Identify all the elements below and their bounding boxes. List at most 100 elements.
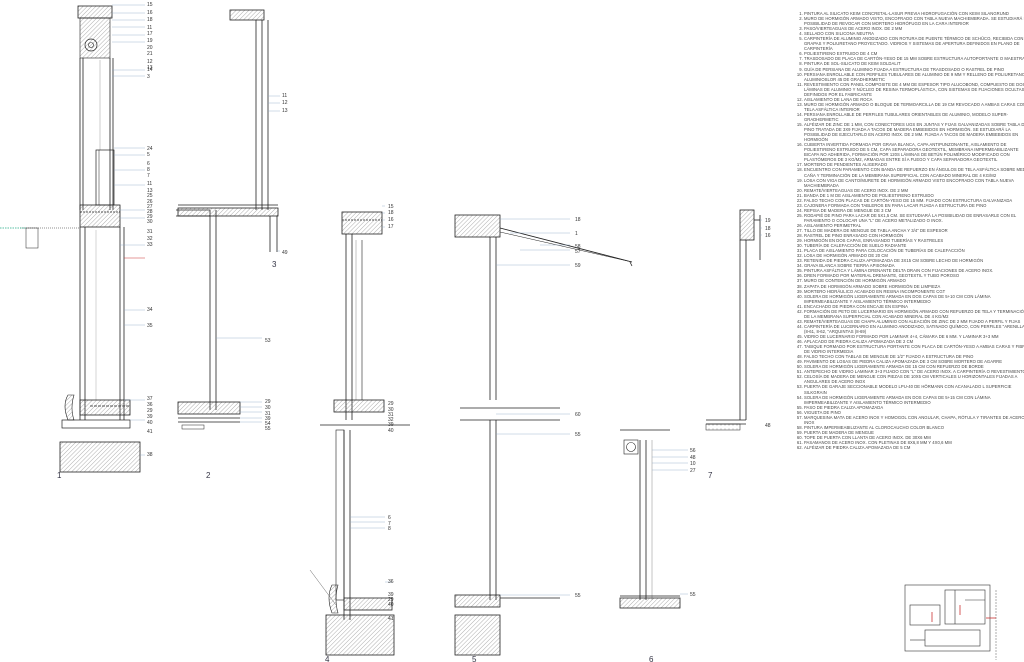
callout-number: 13: [147, 65, 153, 71]
callout-number: 19: [765, 218, 771, 224]
callout-number: 18: [147, 17, 153, 23]
callout-number: 15: [388, 204, 394, 210]
callout-number: 7: [388, 521, 391, 527]
legend-item: GUÍA DE PERSIANA DE ALUMINIO FIJADA A ES…: [804, 67, 1024, 72]
legend-item: SOLERA DE HORMIGÓN LIGERAMENTE ARMADA EN…: [804, 395, 1024, 405]
callout-number: 5: [147, 152, 150, 158]
legend-item: CUBIERTA INVERTIDA FORMADA POR GRAVA BLA…: [804, 142, 1024, 162]
callout-number: 30: [388, 407, 394, 413]
legend-item: SELLADO CON SILICONA NEUTRA: [804, 31, 1024, 36]
section-7-detail: [705, 209, 762, 431]
callout-number: 18: [388, 210, 394, 216]
legend-item: PERSIANA ENROLLABLE CON PERFILES TUBULAR…: [804, 72, 1024, 82]
legend-item: PERSIANA ENROLLABLE DE PERFILES TUBULARE…: [804, 112, 1024, 122]
legend-item: REMATE/VIERTEAGUAS DE ACERO INOX. DE 2 M…: [804, 188, 1024, 193]
legend-item: PAVIMENTO DE LOSAS DE PIEDRA CALIZA APOM…: [804, 359, 1024, 364]
callout-number: 26: [147, 199, 153, 205]
callout-number: 11: [147, 181, 152, 187]
callout-number: 49: [282, 250, 288, 256]
legend-item: POLIESTIRENO EXTRUIDO DE 4 CM: [804, 51, 1024, 56]
legend-item: MORTERO HIDRÁULICO ACABADO EN RESINA INC…: [804, 289, 1024, 294]
section-5-number: 5: [472, 655, 477, 662]
key-plan-markers: [931, 605, 996, 622]
section-3-detail: [177, 9, 280, 252]
legend-item: DREN FORMADO POR MATERIAL DRENANTE, GEOT…: [804, 273, 1024, 278]
legend-item: REVESTIMIENTO CON PANEL COMPOSITE DE 4 M…: [804, 82, 1024, 97]
callout-number: 29: [147, 408, 153, 414]
legend-item: TABIQUE FORMADO POR ESTRUCTURA PORTANTE …: [804, 344, 1024, 354]
legend-item: VIGUETA DE PINO: [804, 410, 1024, 415]
callout-number: 8: [147, 167, 150, 173]
legend-item: RASTREL DE PINO ENRASADO CON HORMIGÓN: [804, 233, 1024, 238]
section-1-number: 1: [57, 471, 62, 480]
callout-number: 38: [147, 452, 153, 458]
legend-item: PASO DE PIEDRA CALIZA APOMAZADA: [804, 405, 1024, 410]
section-6-detail: [619, 429, 688, 609]
callout-number: 15: [147, 2, 153, 8]
legend-item: ALFÉIZAR DE ZINC DE 1 MM, CON CONECTORES…: [804, 122, 1024, 142]
callout-number: 6: [147, 161, 150, 167]
callout-number: 48: [690, 455, 696, 461]
callout-number: 57: [575, 249, 581, 255]
callout-number: 53: [265, 338, 271, 344]
legend-item: PINTURA DE SOL-SILICATO DE KEIM SOLDALIT: [804, 61, 1024, 66]
section-2-detail: [176, 209, 262, 430]
callout-number: 24: [147, 146, 153, 152]
callout-number: 11: [282, 93, 287, 99]
legend-item: PLACA DE AISLAMIENTO PARA COLOCACIÓN DE …: [804, 248, 1024, 253]
callout-number: 55: [690, 592, 696, 598]
callout-number: 55: [265, 426, 271, 432]
legend-item: TOPE DE PUERTA CON LLANTA DE ACERO INOX.…: [804, 435, 1024, 440]
callout-number: 55: [575, 432, 581, 438]
section-4-detail: [309, 205, 410, 656]
callout-number: 29: [388, 401, 394, 407]
legend-item: MURO DE CONTENCIÓN DE HORMIGÓN ARMADO: [804, 278, 1024, 283]
callout-number: 48: [765, 423, 771, 429]
legend-item: ALFÉIZAR DE PIEDRA CALIZA APOMAZADA DE 5…: [804, 445, 1024, 450]
section-6-number: 6: [649, 655, 654, 662]
legend-item: TRASDOSADO DE PLACA DE CARTÓN-YESO DE 15…: [804, 56, 1024, 61]
callout-number: 8: [388, 526, 391, 532]
legend-item: PINTURA ASFÁLTICA Y LÁMINA DRENANTE DELT…: [804, 268, 1024, 273]
callout-number: 18: [765, 226, 771, 232]
legend-item: ENCUENTRO CON PARAMENTO CON BANDA DE REF…: [804, 167, 1024, 177]
legend-item: RETENIDA DE PIEDRA CALIZA APOMAZADA DE 3…: [804, 258, 1024, 263]
legend-item: FALSO TECHO CON TABLAS DE MENGUE DE 1/2"…: [804, 354, 1024, 359]
legend-item: CARPINTERÍA DE LUCERNARIO EN ALUMINIO AN…: [804, 324, 1024, 334]
callout-number: 3: [147, 74, 150, 80]
legend-item: MARQUESINA MATA DE ACERO INOX Y HOMOGOL …: [804, 415, 1024, 425]
section-1-callouts: 1516181117192021121314324568711132526272…: [147, 2, 153, 458]
section-2-number: 2: [206, 471, 211, 480]
legend-item: MURO DE HORMIGÓN ARMADO VISTO, ENCOFRADO…: [804, 16, 1024, 26]
callout-number: 7: [147, 173, 150, 179]
callout-number: 13: [147, 188, 153, 194]
callout-number: 31: [265, 411, 271, 417]
callout-number: 39: [147, 414, 153, 420]
callout-number: 40: [147, 420, 153, 426]
callout-number: 6: [388, 515, 391, 521]
callout-number: 16: [388, 217, 394, 223]
legend-item: TILLO DE MADERA DE MENGUE DE TABLA ANCHA…: [804, 228, 1024, 233]
callout-number: 39: [265, 416, 271, 422]
legend-item: BANDA DE 1 M DE AISLAMIENTO DE POLIESTIR…: [804, 193, 1024, 198]
legend-item: FORMACIÓN DE PETO DE LUCERNARIO EN HORMI…: [804, 309, 1024, 319]
callout-number: 41: [388, 616, 394, 622]
callout-number: 39: [388, 592, 394, 598]
legend-item: GRAVA BLANCA SOBRE TIERRA APISONADA: [804, 263, 1024, 268]
callout-number: 40: [388, 428, 394, 434]
callout-number: 29: [265, 399, 271, 405]
callout-number: 37: [147, 396, 153, 402]
legend-item: PUERTA DE MADERA DE MENGUE: [804, 430, 1024, 435]
callout-number: 36: [388, 579, 394, 585]
callout-number: 40: [388, 602, 394, 608]
legend-item: MURO DE HORMIGÓN ARMADO O BLOQUE DE TERM…: [804, 102, 1024, 112]
callout-number: 36: [147, 402, 153, 408]
callout-number: 13: [282, 108, 288, 114]
legend-item: PASAMANOS DE ACERO INOX. CON PLETINAS DE…: [804, 440, 1024, 445]
section-4-number: 4: [325, 655, 330, 662]
